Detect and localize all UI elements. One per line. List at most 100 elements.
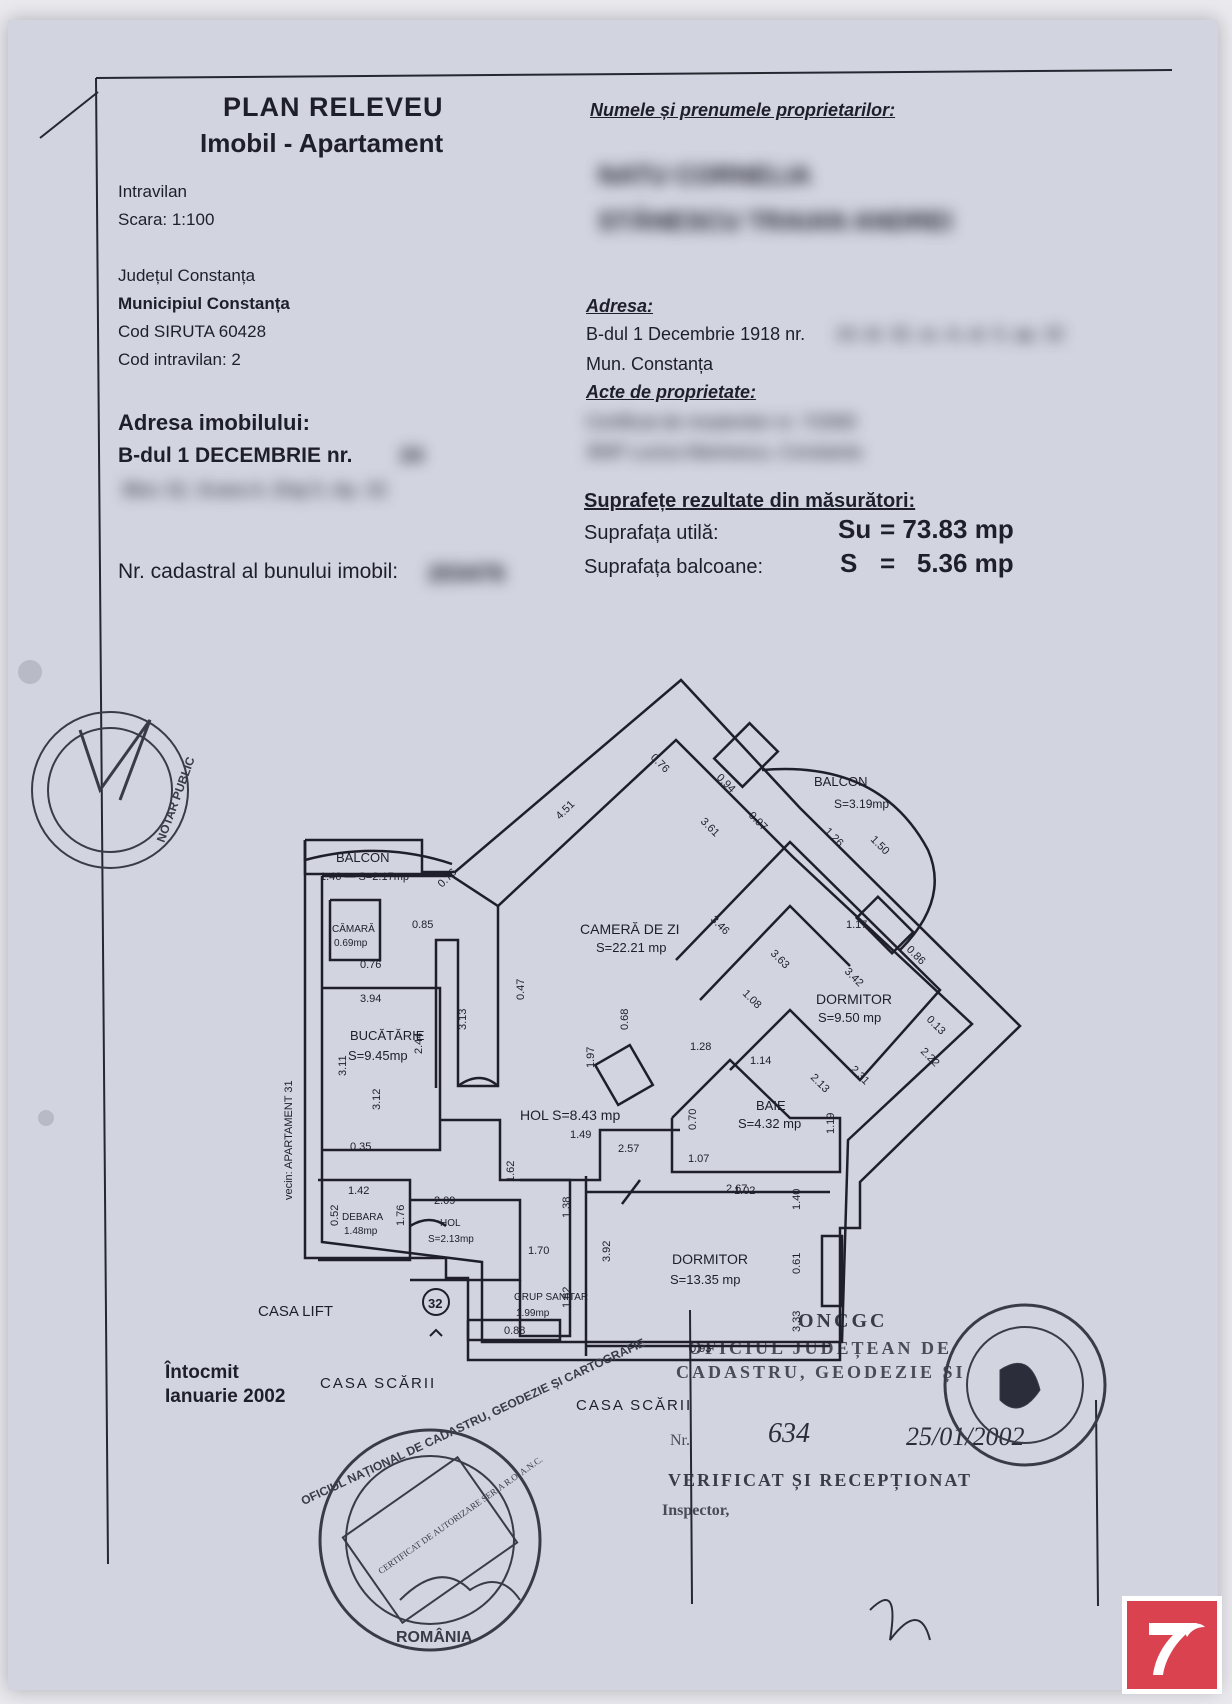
room-bedroom2-area: S=13.35 mp <box>670 1272 740 1287</box>
owner-address-city: Mun. Constanța <box>586 354 714 374</box>
dimension-label: 1.50 <box>868 834 892 858</box>
room-living-area: S=22.21 mp <box>596 940 666 955</box>
apartment-marker <box>422 1288 450 1337</box>
useful-surface-symbol: Su <box>838 514 872 544</box>
pantry-name: CĂMARĂ <box>332 922 375 935</box>
room-balcony-right-area: S=3.19mp <box>834 797 889 811</box>
dimension-label: 2.22 <box>918 1046 942 1070</box>
dimension-label: 2.67 <box>726 1183 747 1195</box>
dimension-label: 2.57 <box>618 1143 639 1155</box>
siruta-label: Cod SIRUTA 60428 <box>118 322 267 341</box>
binder-hole-bottom <box>38 1110 54 1126</box>
storage-area: 1.48mp <box>344 1226 378 1237</box>
dimension-label: 1.38 <box>561 1197 573 1218</box>
pantry-area: 0.69mp <box>334 938 368 949</box>
stamp-number-label: Nr. <box>670 1432 690 1449</box>
room-kitchen-name: BUCĂTĂRIE <box>350 1028 425 1043</box>
dimension-label: 1.19 <box>825 1113 837 1134</box>
brand-logo-badge <box>1122 1596 1222 1694</box>
dimension-label: 3.11 <box>337 1055 349 1076</box>
wc-area: 1.99mp <box>516 1308 550 1319</box>
dimension-label: 1.97 <box>585 1047 597 1068</box>
county-label: Județul Constanța <box>118 266 256 285</box>
dimension-label: 0.76 <box>360 959 381 971</box>
hall-small-name: HOL <box>440 1218 461 1229</box>
property-line2-redacted: Bloc 32, Scara A, Etaj 5, Ap. 32 <box>123 480 388 501</box>
room-bath-area: S=4.32 mp <box>738 1116 801 1131</box>
doc-subtitle: Imobil - Apartament <box>200 128 444 158</box>
room-hall: HOL S=8.43 mp <box>520 1107 620 1123</box>
dimension-label: 0.76 <box>648 752 672 776</box>
dimension-label: 3.33 <box>791 1311 803 1332</box>
property-address-label: Adresa imobilului: <box>118 410 310 435</box>
balcony-surface-value: = 5.36 mp <box>880 548 1014 578</box>
dimension-label: 1.70 <box>528 1245 549 1257</box>
room-living-name: CAMERĂ DE ZI <box>580 921 680 937</box>
dimension-label: 0.68 <box>619 1009 631 1030</box>
municipality-label: Municipiul Constanța <box>118 294 290 313</box>
dimension-label: 0.88 <box>504 1325 525 1337</box>
dimension-label: 0.85 <box>412 919 433 931</box>
owner-address-street: B-dul 1 Decembrie 1918 nr. <box>586 324 806 344</box>
useful-surface-value: = 73.83 mp <box>880 514 1014 544</box>
balcony-surface-symbol: S <box>840 548 858 578</box>
drafted-date: Ianuarie 2002 <box>165 1386 286 1407</box>
seal-country: ROMÂNIA <box>396 1627 473 1646</box>
dimension-label: 2.44 <box>413 1033 425 1054</box>
dimension-label: 4.51 <box>554 798 578 822</box>
dimension-label: 0.13 <box>924 1014 948 1038</box>
dimension-label: 1.17 <box>846 919 867 931</box>
room-balcony-right-name: BALCON <box>814 774 867 789</box>
neighbor-label: vecin: APARTAMENT 31 <box>283 1080 295 1200</box>
binder-hole-top <box>18 660 42 684</box>
stairs-label-1: CASA SCĂRII <box>320 1375 436 1392</box>
dimension-label: 1.42 <box>348 1185 369 1197</box>
cadastral-number-redacted: 203476 <box>428 560 505 586</box>
dimension-label: 3.46 <box>708 914 732 938</box>
stairs-label-2: CASA SCĂRII <box>576 1397 692 1414</box>
owner-address-street-redacted: 24, bl. 32, sc. A, et. 5, ap. 32 <box>836 324 1065 344</box>
intravilan-label: Intravilan <box>118 182 187 201</box>
room-kitchen-area: S=9.45mp <box>348 1048 408 1063</box>
dimension-label: 0.94 <box>714 772 738 796</box>
cadastral-label: Nr. cadastral al bunului imobil: <box>118 560 399 583</box>
plan-walls <box>303 678 1022 1362</box>
room-bath-name: BAIE <box>756 1098 786 1113</box>
stamp-office-2: CADASTRU, GEODEZIE ȘI <box>676 1362 966 1382</box>
stamp-verified: VERIFICAT ȘI RECEPȚIONAT <box>668 1470 973 1490</box>
property-street: B-dul 1 DECEMBRIE nr. <box>118 444 353 467</box>
deeds-line1-redacted: Certificat de moștenitor nr. 7/2000 <box>586 412 857 432</box>
dimension-label: 1.40 <box>791 1189 803 1210</box>
dimension-label: 3.13 <box>457 1009 469 1030</box>
dimension-label: 2.13 <box>808 1072 832 1096</box>
oncgc-round-stamp <box>943 1303 1107 1467</box>
balcony-left-area: 1.46 — S=2.17mp <box>320 871 409 883</box>
dimension-label: 2.09 <box>434 1195 455 1207</box>
dimension-label: 1.14 <box>750 1055 771 1067</box>
dimension-label: 0.47 <box>515 979 527 1000</box>
inspector-signature <box>869 1599 931 1641</box>
dimension-label: 0.35 <box>350 1141 371 1153</box>
seal-ring-text: OFICIUL NAȚIONAL DE CADASTRU, GEODEZIE Ș… <box>299 1335 648 1507</box>
owner-address-label: Adresa: <box>586 296 654 316</box>
doc-title: PLAN RELEVEU <box>223 92 444 122</box>
apartment-number: 32 <box>428 1296 442 1311</box>
room-bedroom1-name: DORMITOR <box>816 991 892 1007</box>
dimension-label: 3.63 <box>768 948 792 972</box>
dimension-label: 0.93 <box>690 1343 711 1355</box>
dimension-label: 3.61 <box>698 816 722 840</box>
dimension-label: 1.08 <box>740 988 764 1012</box>
dimension-label: 1.76 <box>395 1205 407 1226</box>
drafted-label: Întocmit <box>165 1362 239 1383</box>
useful-surface-label: Suprafața utilă: <box>584 522 719 544</box>
dimension-label: 3.12 <box>371 1089 383 1110</box>
storage-name: DEBARA <box>342 1212 383 1223</box>
room-bedroom1-area: S=9.50 mp <box>818 1010 881 1025</box>
stamp-number: 634 <box>768 1418 810 1449</box>
notary-stamp: NOTAR PUBLIC <box>31 711 198 869</box>
dimension-label: 0.70 <box>687 1109 699 1130</box>
balcony-surface-label: Suprafața balcoane: <box>584 556 764 578</box>
surfaces-heading: Suprafețe rezultate din măsurători: <box>584 490 916 512</box>
dimension-label: 3.42 <box>842 966 866 990</box>
dimension-label: 2.31 <box>848 1064 872 1088</box>
